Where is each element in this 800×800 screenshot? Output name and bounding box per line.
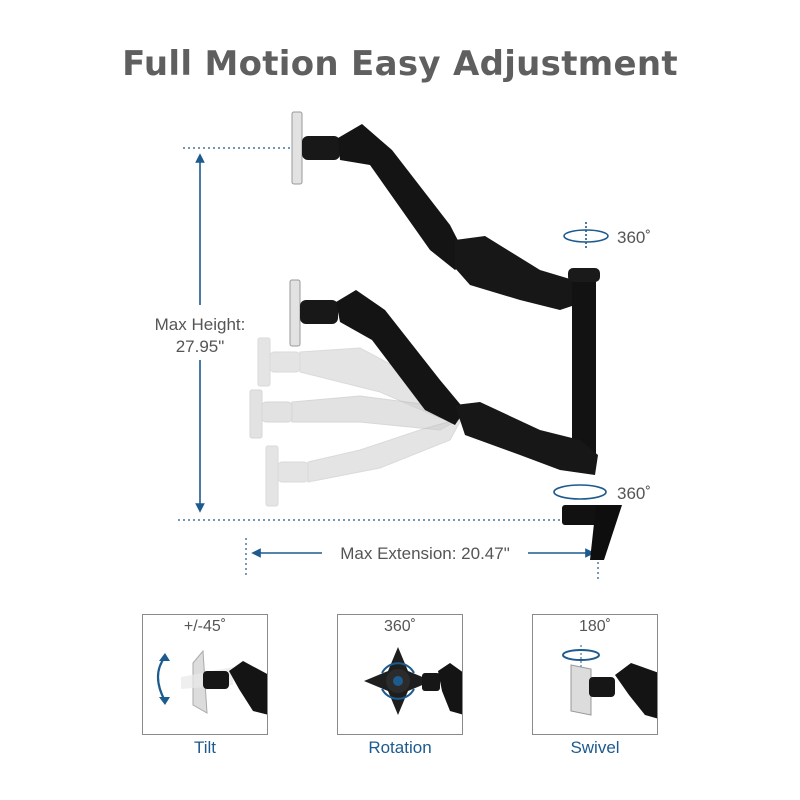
vesa-plate-lower <box>289 279 301 347</box>
tilt-panel: +/-45˚ <box>142 614 268 735</box>
upper-arm-segment <box>338 124 468 270</box>
rotate-indicator-top <box>563 222 609 250</box>
rotation-panel: 360˚ <box>337 614 463 735</box>
rotation-angle-label: 360˚ <box>383 618 417 635</box>
max-extension-label: Max Extension: 20.47" <box>340 544 510 563</box>
page-title: Full Motion Easy Adjustment <box>122 44 678 84</box>
max-height-label: Max Height: <box>155 315 246 334</box>
tilt-joint-top <box>302 136 340 160</box>
max-height-value: 27.95" <box>176 337 225 356</box>
monitor-arm-diagram: Max Height: 27.95" Max Extension: 20.47" <box>155 111 651 580</box>
ghost-arm-positions <box>249 337 464 507</box>
pole <box>562 268 622 560</box>
lower-forearm-segment <box>455 402 598 475</box>
vesa-plate-top <box>291 111 303 185</box>
upper-forearm-segment <box>455 236 590 310</box>
lower-arm-segment <box>336 290 465 425</box>
dimension-guides <box>178 147 599 580</box>
rotate-bottom-label: 360˚ <box>617 484 651 503</box>
tilt-arrow-icon <box>156 656 166 702</box>
desk-clamp <box>590 505 622 560</box>
upper-arm-position <box>291 111 590 310</box>
tilt-joint-lower <box>300 300 338 324</box>
swivel-panel: 180˚ <box>532 614 658 735</box>
rotate-top-label: 360˚ <box>617 228 651 247</box>
rotation-illustration <box>364 647 462 715</box>
swivel-illustration <box>562 645 657 719</box>
rotation-caption: Rotation <box>368 738 432 757</box>
swivel-caption: Swivel <box>570 738 620 757</box>
lower-arm-position <box>289 279 598 475</box>
rotate-indicator-bottom <box>553 484 607 500</box>
tilt-illustration <box>156 649 267 715</box>
swivel-angle-label: 180˚ <box>578 618 612 635</box>
tilt-caption: Tilt <box>193 738 217 757</box>
rotation-arrow-icon <box>381 662 415 674</box>
tilt-angle-label: +/-45˚ <box>183 618 227 635</box>
